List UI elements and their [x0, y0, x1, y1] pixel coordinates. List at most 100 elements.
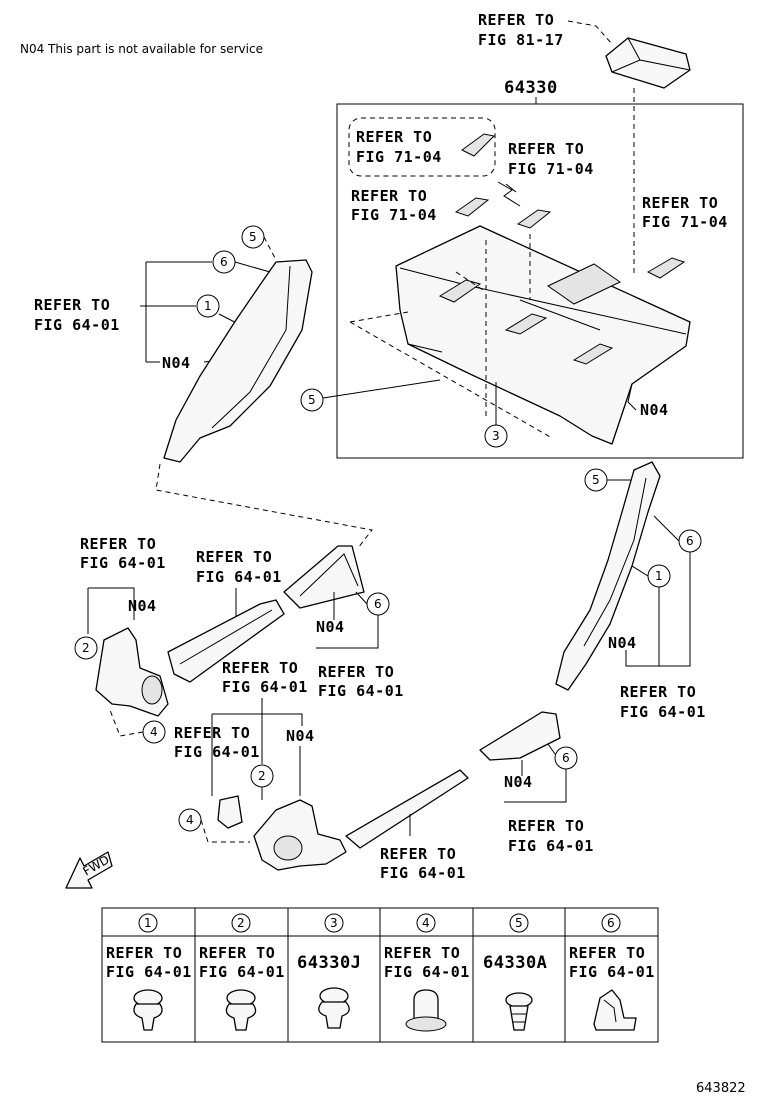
refer-to-label: REFER TO [478, 11, 554, 29]
legend-callout-6 [601, 913, 621, 933]
callout-number: 4 [150, 725, 158, 739]
clip-icon-4 [405, 989, 447, 1032]
fig-64-01-label[interactable]: FIG 64-01 [196, 568, 282, 586]
legend-number: 3 [330, 916, 338, 930]
callout-2[interactable] [74, 636, 98, 660]
clip-71-04 [516, 209, 552, 229]
n04-label: N04 [504, 773, 533, 791]
legend-line2[interactable]: FIG 64-01 [199, 963, 285, 981]
legend-line1: REFER TO [569, 944, 645, 962]
fig-71-04-label[interactable]: FIG 71-04 [351, 206, 437, 224]
fig-64-01-label[interactable]: FIG 64-01 [80, 554, 166, 572]
fastener-legend-table [101, 907, 659, 1043]
leader-line [653, 515, 680, 542]
legend-number: 1 [144, 916, 152, 930]
legend-number: 2 [237, 916, 245, 930]
rear-pillar-right [555, 461, 661, 691]
callout-number: 3 [492, 429, 500, 443]
legend-line2[interactable]: FIG 64-01 [106, 963, 192, 981]
fig-64-01-label[interactable]: FIG 64-01 [508, 837, 594, 855]
refer-to-label: REFER TO [642, 194, 718, 212]
legend-number: 6 [607, 916, 615, 930]
n04-label: N04 [608, 634, 637, 652]
fig-64-01-label[interactable]: FIG 64-01 [34, 316, 120, 334]
legend-number: 4 [422, 916, 430, 930]
n04-label: N04 [286, 727, 315, 745]
tray-slot [438, 279, 482, 303]
legend-part-number: 64330J [297, 953, 361, 973]
legend-line1: REFER TO [384, 944, 460, 962]
bracket-line [316, 591, 379, 649]
bracket-line [211, 698, 303, 796]
sill-step-left [283, 545, 365, 609]
fig-71-04-label[interactable]: FIG 71-04 [642, 213, 728, 231]
refer-to-label: REFER TO [508, 817, 584, 835]
pillar-edge [583, 477, 647, 647]
dashed-group-box [348, 117, 496, 177]
leader-line [349, 234, 553, 439]
n04-label: N04 [162, 354, 191, 372]
refer-to-label: REFER TO [620, 683, 696, 701]
refer-to-label: REFER TO [174, 724, 250, 742]
refer-to-label: REFER TO [34, 296, 110, 314]
fig-64-01-label[interactable]: FIG 64-01 [380, 864, 466, 882]
fig-64-01-label[interactable]: FIG 64-01 [174, 743, 260, 761]
legend-callout-5 [509, 913, 529, 933]
callout-number: 2 [258, 769, 266, 783]
callout-number: 6 [374, 597, 382, 611]
clip-icon-2 [225, 989, 257, 1031]
tray-opening [547, 263, 621, 305]
trim-hole [273, 835, 303, 861]
legend-line2[interactable]: FIG 64-01 [384, 963, 470, 981]
legend-callout-4 [416, 913, 436, 933]
callout-number: 4 [186, 813, 194, 827]
leader-line [631, 565, 649, 577]
refer-to-label: REFER TO [380, 845, 456, 863]
clip-71-04 [646, 257, 686, 279]
fig-64-01-label[interactable]: FIG 64-01 [318, 682, 404, 700]
fig-71-04-label[interactable]: FIG 71-04 [508, 160, 594, 178]
leader-line [263, 236, 277, 261]
callout-number: 5 [249, 230, 257, 244]
callout-number: 5 [592, 473, 600, 487]
package-tray-box [336, 103, 744, 459]
trim-piece-81-17 [605, 37, 691, 89]
leader-line [627, 383, 637, 411]
fig-64-01-label[interactable]: FIG 64-01 [222, 678, 308, 696]
refer-to-label: REFER TO [222, 659, 298, 677]
fig-81-17-label[interactable]: FIG 81-17 [478, 31, 564, 49]
tray-slot [504, 313, 548, 335]
refer-to-label: REFER TO [318, 663, 394, 681]
trim-edge [611, 37, 691, 73]
bracket-line [87, 587, 135, 634]
quarter-trim-lower-left [95, 627, 169, 717]
legend-callout-3 [324, 913, 344, 933]
callout-number: 1 [204, 299, 212, 313]
plate-edge [179, 609, 273, 665]
leader-line [322, 379, 441, 399]
legend-number: 5 [515, 916, 523, 930]
arrow-mark [497, 181, 521, 207]
rear-pillar-upper-left [163, 259, 313, 463]
callout-5[interactable] [300, 388, 324, 412]
legend-line1: REFER TO [106, 944, 182, 962]
legend-callout-1 [138, 913, 158, 933]
bracket-line [504, 743, 567, 803]
part-64330-label: 64330 [504, 78, 558, 98]
callout-1[interactable] [196, 294, 220, 318]
clip-icon-3 [318, 987, 350, 1029]
refer-to-label: REFER TO [508, 140, 584, 158]
clip-icon-6 [593, 989, 637, 1031]
sill-step-right [479, 711, 561, 761]
callout-number: 2 [82, 641, 90, 655]
quarter-trim-lower-right [253, 799, 347, 871]
fig-71-04-label[interactable]: FIG 71-04 [356, 148, 442, 166]
leader-line [567, 20, 613, 45]
clip-icon-1 [133, 989, 163, 1031]
trim-hole [141, 675, 163, 705]
legend-line2[interactable]: FIG 64-01 [569, 963, 655, 981]
scuff-plate-right [345, 769, 469, 849]
refer-to-label: REFER TO [356, 128, 432, 146]
fig-64-01-label[interactable]: FIG 64-01 [620, 703, 706, 721]
